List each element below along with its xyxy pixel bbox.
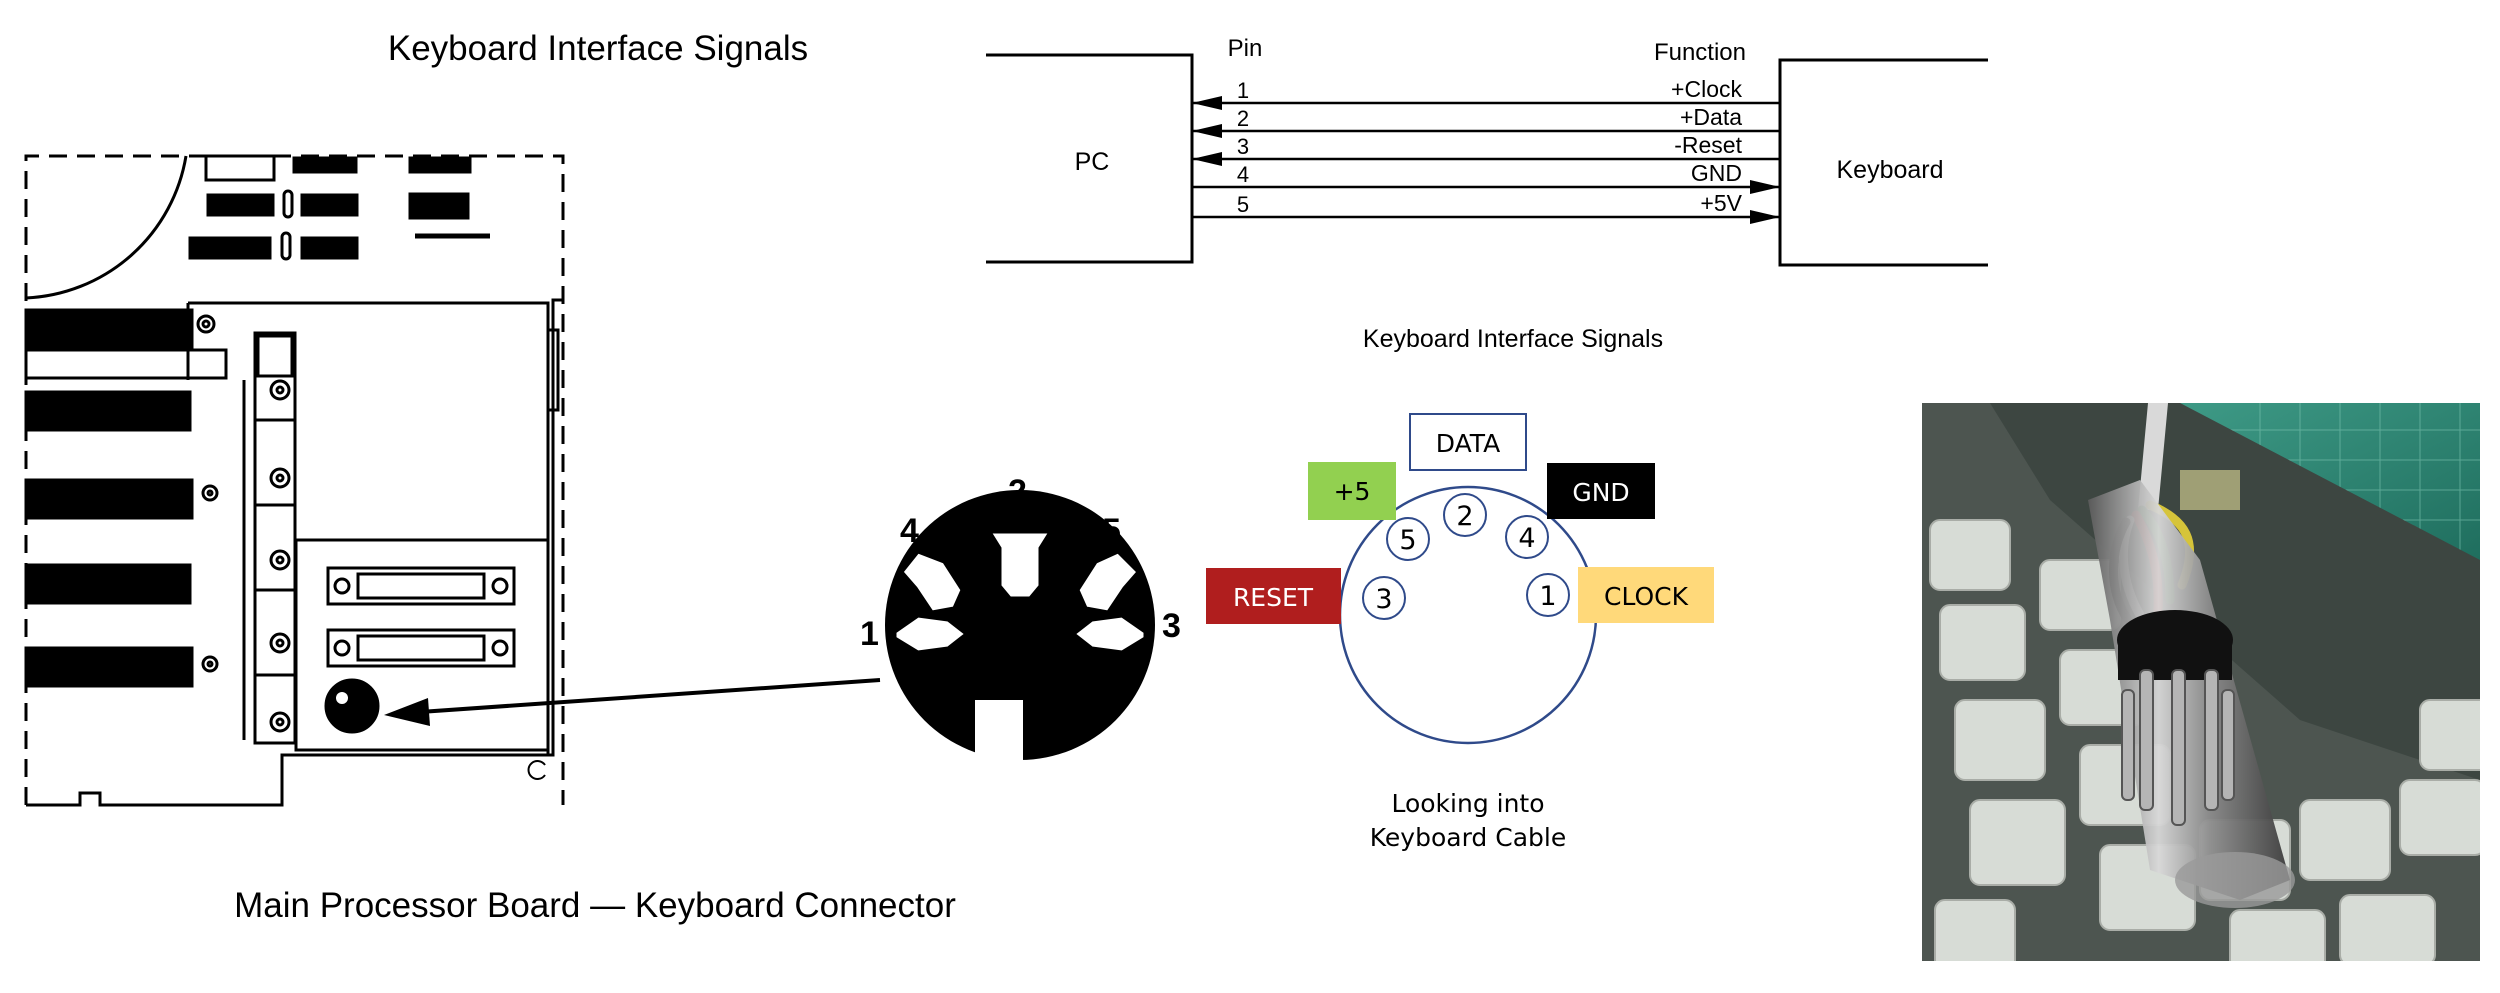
board-section: Keyboard Interface Signals: [24, 29, 1181, 925]
signal-function-2: +Data: [1680, 104, 1742, 130]
svg-text:2: 2: [1456, 501, 1473, 532]
label-gnd: GND: [1547, 463, 1655, 519]
svg-text:CLOCK: CLOCK: [1604, 582, 1689, 611]
signal-arrow-4: [1750, 180, 1780, 194]
signal-arrow-5: [1750, 210, 1780, 224]
svg-text:+5: +5: [1334, 477, 1371, 506]
svg-text:3: 3: [1375, 584, 1392, 615]
processor-board-drawing: [24, 154, 565, 807]
pin-header: Pin: [1228, 35, 1263, 62]
signal-diagram-caption: Keyboard Interface Signals: [1363, 325, 1663, 353]
svg-text:4: 4: [1518, 523, 1535, 554]
signal-lines: 1 +Clock 2 +Data 3 -Reset 4 GND 5 +5V: [1192, 76, 1780, 224]
pin-circle-4: 4: [1505, 515, 1549, 559]
label-reset: RESET: [1206, 568, 1341, 624]
din-pin-2-label: 2: [1008, 473, 1027, 511]
signal-function-3: -Reset: [1674, 132, 1742, 158]
signal-pin-number-5: 5: [1237, 192, 1249, 217]
svg-text:RESET: RESET: [1233, 583, 1314, 612]
din-pin-4-label: 4: [900, 512, 919, 550]
keyboard-box-label: Keyboard: [1836, 156, 1943, 184]
pin-circle-2: 2: [1443, 493, 1487, 537]
keyboard-port: [324, 678, 380, 734]
pinout-diagram: DATA GND +5 RESET CLOCK 1 2 3: [1206, 413, 1714, 852]
signal-function-4: GND: [1691, 160, 1742, 186]
label-clock: CLOCK: [1578, 567, 1714, 623]
din-pin-1-label: 1: [860, 615, 879, 653]
signal-pin-number-3: 3: [1237, 134, 1249, 159]
din-connector: 1 2 3 4 5: [860, 473, 1181, 765]
signal-arrow-1: [1192, 96, 1222, 110]
signal-pin-number-4: 4: [1237, 162, 1249, 187]
signal-5: 5 +5V: [1192, 190, 1780, 224]
signal-3: 3 -Reset: [1192, 132, 1780, 166]
signal-pin-number-1: 1: [1237, 78, 1249, 103]
signal-2: 2 +Data: [1192, 104, 1780, 138]
pc-box-label: PC: [1075, 148, 1110, 176]
board-arrow: [384, 678, 881, 726]
pin-circle-5: 5: [1386, 517, 1430, 561]
signal-1: 1 +Clock: [1192, 76, 1780, 110]
pin-circle-1: 1: [1526, 573, 1570, 617]
din-pin-5-label: 5: [1102, 512, 1121, 550]
signal-arrow-3: [1192, 152, 1222, 166]
label-data: DATA: [1409, 413, 1527, 471]
cable-photo: [1922, 403, 2480, 961]
signal-diagram: Pin Function PC Keyboard 1 +Clock 2 +Data 3 -…: [986, 35, 1988, 353]
signal-function-1: +Clock: [1671, 76, 1742, 102]
label-plus5: +5: [1308, 462, 1396, 520]
pinout-caption-line2: Keyboard Cable: [1370, 823, 1566, 852]
signal-4: 4 GND: [1192, 160, 1780, 194]
board-caption: Main Processor Board — Keyboard Connecto…: [234, 886, 956, 925]
svg-text:1: 1: [1539, 581, 1556, 612]
board-title: Keyboard Interface Signals: [388, 29, 808, 68]
keyboard-box: [1778, 58, 1988, 267]
svg-text:5: 5: [1399, 525, 1416, 556]
din-pin-3-label: 3: [1162, 607, 1181, 645]
svg-text:DATA: DATA: [1436, 429, 1500, 458]
pinout-caption-line1: Looking into: [1391, 789, 1544, 818]
svg-text:GND: GND: [1572, 478, 1629, 507]
pin-circle-3: 3: [1362, 576, 1406, 620]
signal-pin-number-2: 2: [1237, 106, 1249, 131]
signal-function-5: +5V: [1700, 190, 1742, 216]
function-header: Function: [1654, 39, 1746, 66]
signal-arrow-2: [1192, 124, 1222, 138]
